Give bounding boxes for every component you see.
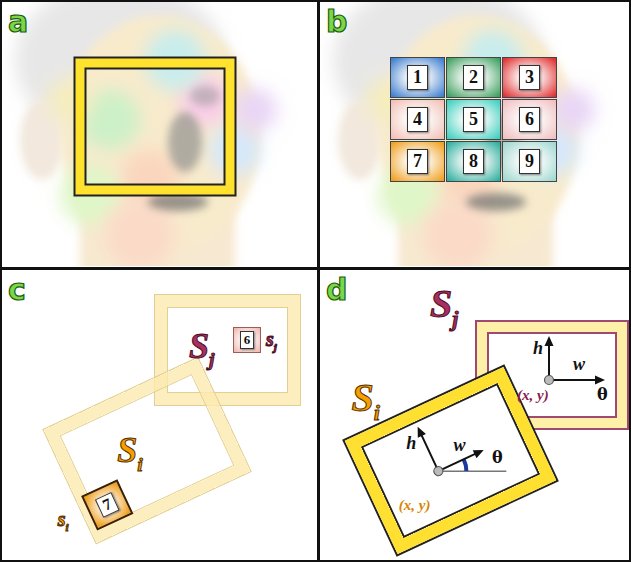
math-label: si [58, 508, 69, 533]
callout-number: 1 [407, 65, 428, 90]
math-label: Sj [430, 280, 458, 332]
part-box: 7si [81, 479, 133, 530]
grid-cell: 3 [502, 57, 557, 98]
center-dot [545, 376, 554, 385]
arrow-head [595, 376, 605, 385]
callout-number: 6 [240, 331, 255, 349]
callout-number: 7 [95, 492, 120, 518]
panel: d Sj h w (x, y) θ Si h w (x, y) θ [318, 268, 631, 562]
panel-letter: c [8, 272, 26, 307]
math-label: (x, y) [399, 497, 431, 514]
grid-cell: 4 [390, 99, 445, 140]
callout-number: 2 [463, 65, 484, 90]
math-label: w [453, 435, 465, 456]
panel-letter: d [326, 272, 347, 307]
dimension-arrow [421, 433, 439, 471]
geometry-sketch [361, 383, 541, 538]
callout-number: 6 [519, 107, 540, 132]
math-label: h [406, 433, 416, 454]
dimension-arrow [438, 453, 477, 471]
part-box: 6sj [233, 327, 261, 353]
callout-number: 9 [519, 149, 540, 174]
grid-cell: 9 [502, 141, 557, 182]
panel: b 1 2 3 4 5 6 7 8 9 [318, 0, 631, 269]
math-label: Sj [189, 325, 215, 371]
math-label: θ [492, 448, 503, 467]
panel-letter: a [8, 4, 28, 39]
callout-number: 5 [463, 107, 484, 132]
grid-cell: 7 [390, 141, 445, 182]
callout-number: 4 [407, 107, 428, 132]
math-label: h [533, 338, 543, 359]
region-box: Sj6sj [155, 295, 300, 405]
grid-cell: 8 [446, 141, 501, 182]
math-label: θ [597, 385, 608, 404]
grid-cell: 6 [502, 99, 557, 140]
math-label: (x, y) [517, 387, 549, 404]
callout-number: 8 [463, 149, 484, 174]
grid-cell: 1 [390, 57, 445, 98]
dimension-arrow [548, 343, 550, 380]
region-box: Si7si [44, 358, 251, 543]
angle-arc [461, 459, 468, 471]
panel: a [0, 0, 319, 269]
arrow-head [545, 336, 554, 346]
center-dot [432, 465, 444, 477]
math-label: sj [266, 328, 277, 353]
panel: cSj6sjSi7si [0, 268, 319, 562]
math-label: Si [117, 429, 143, 475]
dimension-arrow [549, 379, 598, 381]
grid-cell: 2 [446, 57, 501, 98]
math-label: w [573, 354, 585, 375]
callout-number: 7 [407, 149, 428, 174]
panel-letter: b [326, 4, 347, 39]
yellow-box [80, 63, 230, 190]
reference-line [438, 445, 506, 497]
callout-number: 3 [519, 65, 540, 90]
arrow-head [473, 446, 486, 458]
grid-cell: 5 [446, 99, 501, 140]
math-label: Si [352, 374, 380, 426]
